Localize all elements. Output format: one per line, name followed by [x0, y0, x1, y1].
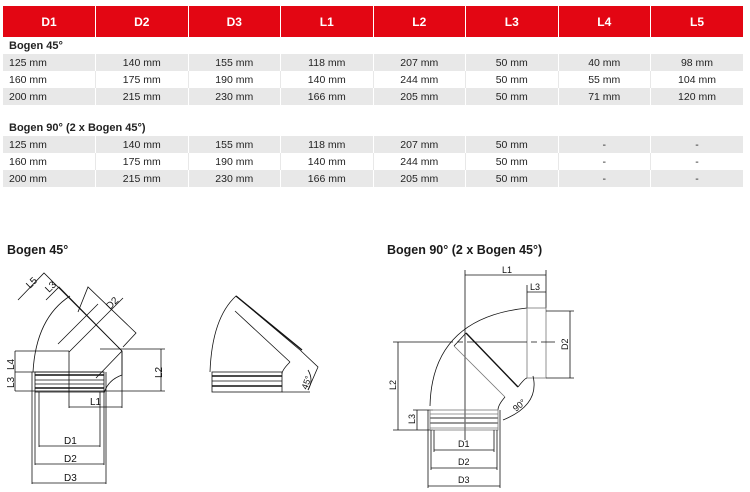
- label-d3: D3: [458, 475, 470, 485]
- cell: 175 mm: [95, 153, 189, 170]
- cell: 50 mm: [465, 136, 559, 153]
- cell: 50 mm: [465, 54, 559, 71]
- label-l3-side: L3: [407, 414, 417, 424]
- group-title-row: Bogen 90° (2 x Bogen 45°): [3, 119, 743, 136]
- label-angle-90: 90°: [511, 397, 528, 414]
- bogen45-side-drawing: 45°: [209, 295, 319, 393]
- cell: 207 mm: [373, 136, 466, 153]
- group-title: Bogen 45°: [3, 37, 743, 54]
- cell: 200 mm: [3, 88, 96, 105]
- cell: 104 mm: [650, 71, 743, 88]
- bogen90-drawing: L1 L3 D2 L2 L3 90° D1 D2 D3: [388, 265, 574, 488]
- cell: 55 mm: [558, 71, 651, 88]
- cell: -: [558, 153, 651, 170]
- cell: 50 mm: [465, 153, 559, 170]
- label-l3: L3: [530, 282, 540, 292]
- cell: 140 mm: [280, 153, 374, 170]
- cell: 244 mm: [373, 153, 466, 170]
- cell: 98 mm: [650, 54, 743, 71]
- cell: 166 mm: [280, 170, 374, 187]
- cell: 40 mm: [558, 54, 651, 71]
- table-row: 125 mm 140 mm 155 mm 118 mm 207 mm 50 mm…: [3, 54, 743, 71]
- cell: -: [650, 136, 743, 153]
- cell: 215 mm: [95, 170, 189, 187]
- cell: 215 mm: [95, 88, 189, 105]
- col-header-l1: L1: [280, 6, 374, 37]
- table-row: 160 mm 175 mm 190 mm 140 mm 244 mm 50 mm…: [3, 153, 743, 170]
- label-d1: D1: [64, 436, 77, 447]
- label-l1: L1: [90, 397, 102, 408]
- label-l5: L5: [24, 275, 40, 291]
- label-d2: D2: [560, 338, 570, 350]
- table-row: 200 mm 215 mm 230 mm 166 mm 205 mm 50 mm…: [3, 88, 743, 105]
- table-row: 200 mm 215 mm 230 mm 166 mm 205 mm 50 mm…: [3, 170, 743, 187]
- label-l1: L1: [502, 265, 512, 275]
- col-header-l5: L5: [650, 6, 743, 37]
- dimensions-table: D1 D2 D3 L1 L2 L3 L4 L5 Bogen 45° 125 mm…: [3, 6, 743, 187]
- group-title-row: Bogen 45°: [3, 37, 743, 54]
- label-l2: L2: [388, 380, 398, 390]
- cell: 190 mm: [188, 153, 281, 170]
- cell: 118 mm: [280, 136, 374, 153]
- col-header-l4: L4: [558, 6, 651, 37]
- cell: -: [650, 170, 743, 187]
- col-header-l3: L3: [465, 6, 559, 37]
- cell: 50 mm: [465, 170, 559, 187]
- spacer-row: [3, 105, 743, 119]
- cell: 190 mm: [188, 71, 281, 88]
- col-header-d2: D2: [95, 6, 189, 37]
- cell: -: [650, 153, 743, 170]
- group-title: Bogen 90° (2 x Bogen 45°): [3, 119, 743, 136]
- label-l3-side: L3: [6, 376, 17, 388]
- cell: 140 mm: [95, 54, 189, 71]
- cell: 175 mm: [95, 71, 189, 88]
- label-d1: D1: [458, 439, 470, 449]
- cell: 230 mm: [188, 88, 281, 105]
- cell: -: [558, 136, 651, 153]
- cell: 244 mm: [373, 71, 466, 88]
- cell: -: [558, 170, 651, 187]
- cell: 50 mm: [465, 88, 559, 105]
- cell: 200 mm: [3, 170, 96, 187]
- cell: 207 mm: [373, 54, 466, 71]
- cell: 205 mm: [373, 170, 466, 187]
- cell: 166 mm: [280, 88, 374, 105]
- cell: 125 mm: [3, 136, 96, 153]
- label-l2: L2: [154, 366, 165, 378]
- label-l4: L4: [6, 358, 17, 370]
- cell: 71 mm: [558, 88, 651, 105]
- cell: 160 mm: [3, 153, 96, 170]
- table-header-row: D1 D2 D3 L1 L2 L3 L4 L5: [3, 6, 743, 37]
- label-angle-45: 45°: [299, 374, 313, 391]
- table-row: 125 mm 140 mm 155 mm 118 mm 207 mm 50 mm…: [3, 136, 743, 153]
- label-l3: L3: [43, 279, 59, 295]
- diagram-title-bogen90: Bogen 90° (2 x Bogen 45°): [387, 243, 543, 257]
- cell: 155 mm: [188, 136, 281, 153]
- col-header-d1: D1: [3, 6, 96, 37]
- cell: 230 mm: [188, 170, 281, 187]
- cell: 118 mm: [280, 54, 374, 71]
- spacer: [3, 105, 743, 119]
- cell: 120 mm: [650, 88, 743, 105]
- label-d2-bottom: D2: [64, 454, 77, 465]
- table-row: 160 mm 175 mm 190 mm 140 mm 244 mm 50 mm…: [3, 71, 743, 88]
- label-d2-bottom: D2: [458, 457, 470, 467]
- col-header-d3: D3: [188, 6, 281, 37]
- cell: 140 mm: [280, 71, 374, 88]
- cell: 205 mm: [373, 88, 466, 105]
- label-d2: D2: [104, 295, 121, 312]
- cell: 50 mm: [465, 71, 559, 88]
- diagram-title-bogen45: Bogen 45°: [7, 243, 69, 257]
- cell: 140 mm: [95, 136, 189, 153]
- col-header-l2: L2: [373, 6, 466, 37]
- cell: 155 mm: [188, 54, 281, 71]
- bogen45-drawing: L1 D1 D2 D3 L2 L4 L3 L5 L3 D2: [6, 272, 165, 484]
- cell: 160 mm: [3, 71, 96, 88]
- label-d3: D3: [64, 473, 77, 484]
- cell: 125 mm: [3, 54, 96, 71]
